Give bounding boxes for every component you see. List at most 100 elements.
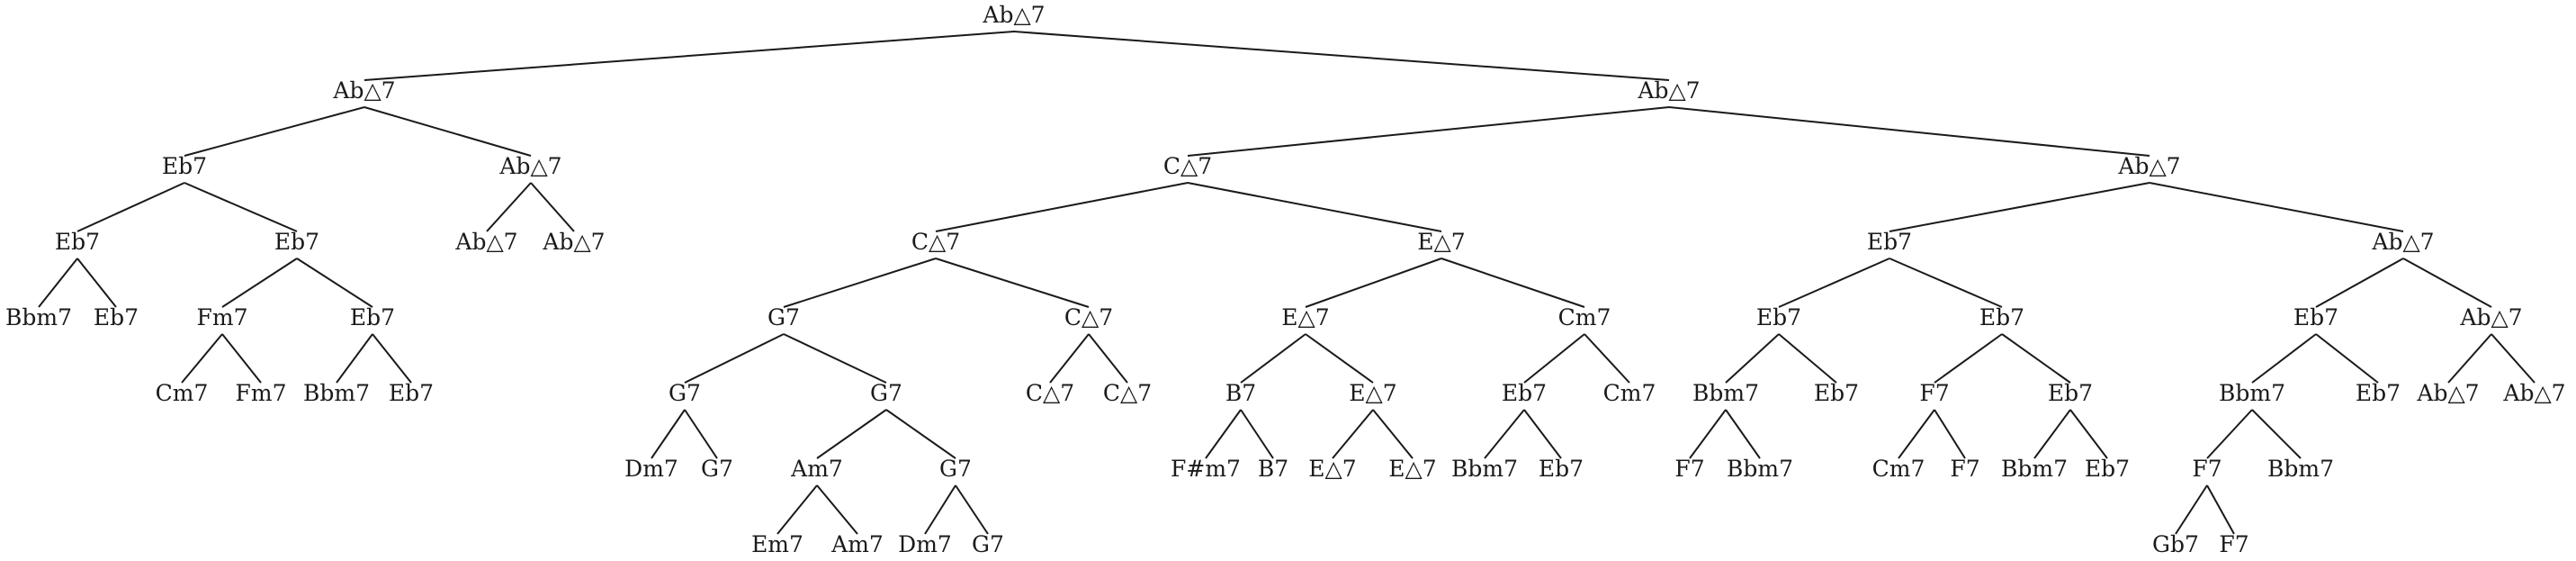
tree-edge	[816, 409, 887, 459]
chord-node-f7: F7	[2192, 456, 2221, 482]
tree-edge	[1898, 409, 1935, 459]
tree-edge	[76, 182, 185, 232]
tree-edge	[1934, 409, 1966, 459]
chord-node-bbm7: Bbm7	[5, 304, 72, 330]
chord-node-eb7: Eb7	[2048, 380, 2093, 406]
tree-edge	[885, 409, 956, 459]
chord-node-ab-maj7: Ab△7	[2371, 229, 2434, 255]
tree-edge	[1240, 409, 1274, 459]
tree-edge	[1689, 409, 1727, 459]
tree-edge	[38, 258, 78, 308]
chord-node-g7: G7	[701, 456, 733, 482]
tree-edge	[955, 484, 989, 535]
tree-edge	[2149, 182, 2404, 232]
tree-edge	[1013, 31, 1670, 81]
chord-node-eb7: Eb7	[350, 304, 395, 330]
chord-node-bbm7: Bbm7	[2219, 380, 2285, 406]
chord-node-bbm7: Bbm7	[2001, 456, 2068, 482]
chord-node-c-maj7: C△7	[1026, 380, 1074, 406]
tree-edge	[1778, 333, 1837, 384]
chord-node-ab-maj7: Ab△7	[1637, 77, 1700, 104]
tree-edge	[2315, 258, 2404, 308]
tree-edge	[2447, 333, 2492, 384]
chord-node-bbm7: Bbm7	[1692, 380, 1759, 406]
chord-node-ab-maj7: Ab△7	[2502, 380, 2565, 406]
chord-node-f7: F7	[1674, 456, 1704, 482]
chord-node-fm7: Fm7	[236, 380, 287, 406]
tree-edge	[783, 333, 887, 384]
tree-edge	[2251, 409, 2302, 459]
chord-node-f7: F7	[1950, 456, 1979, 482]
chord-node-ab-maj7: Ab△7	[454, 229, 517, 255]
chord-node-eb7: Eb7	[2085, 456, 2130, 482]
chord-node-eb7: Eb7	[2293, 304, 2338, 330]
chord-node-g7: G7	[870, 380, 902, 406]
tree-edge	[364, 106, 532, 157]
chord-node-am7: Am7	[790, 456, 843, 482]
chord-node-eb7: Eb7	[1539, 456, 1584, 482]
tree-edge	[2491, 333, 2536, 384]
chord-node-am7: Am7	[830, 531, 884, 557]
tree-edge	[1305, 258, 1442, 308]
tree-edge	[2033, 409, 2071, 459]
chord-node-e-maj7: E△7	[1281, 304, 1329, 330]
chord-node-b7: B7	[1225, 380, 1256, 406]
tree-edge	[1205, 409, 1242, 459]
chord-node-ab-maj7: Ab△7	[542, 229, 605, 255]
tree-edge	[1484, 409, 1525, 459]
tree-edge	[1332, 409, 1374, 459]
chord-node-ab-maj7: Ab△7	[498, 153, 561, 179]
chord-node-f7: F7	[1919, 380, 1949, 406]
chord-node-bbm7: Bbm7	[303, 380, 370, 406]
chord-node-em7: Em7	[751, 531, 803, 557]
chord-node-eb7: Eb7	[1867, 229, 1912, 255]
tree-edge	[2251, 333, 2317, 384]
tree-edge	[924, 484, 956, 535]
chord-node-cm7: Cm7	[1558, 304, 1611, 330]
chord-node-gb7: Gb7	[2152, 531, 2199, 557]
tree-edge	[1523, 409, 1562, 459]
tree-edge	[816, 484, 858, 535]
chord-node-bbm7: Bbm7	[1727, 456, 1793, 482]
chord-node-e-maj7: E△7	[1349, 380, 1396, 406]
tree-edge	[651, 409, 686, 459]
tree-edge	[935, 258, 1090, 308]
tree-edge	[486, 182, 532, 232]
chord-node-cm7: Cm7	[1872, 456, 1925, 482]
chord-node-ab-maj7: Ab△7	[332, 77, 395, 104]
tree-edge	[1725, 409, 1761, 459]
tree-edge	[181, 333, 223, 384]
chord-node-f7: F7	[2219, 531, 2248, 557]
tree-edge	[1441, 258, 1585, 308]
tree-edge	[336, 333, 373, 384]
chord-node-ab-maj7: Ab△7	[2416, 380, 2479, 406]
tree-edge	[1049, 333, 1090, 384]
tree-edge	[221, 333, 262, 384]
chord-node-eb7: Eb7	[274, 229, 319, 255]
tree-edge	[1240, 333, 1306, 384]
chord-node-c-maj7: C△7	[911, 229, 960, 255]
chord-node-c-maj7: C△7	[1163, 153, 1212, 179]
tree-edge	[372, 333, 412, 384]
tree-edge	[935, 182, 1189, 232]
tree-edge	[1889, 182, 2150, 232]
chord-node-dm7: Dm7	[898, 531, 952, 557]
tree-edge	[1725, 333, 1780, 384]
chord-node-e-maj7: E△7	[1308, 456, 1356, 482]
chord-node-g7: G7	[939, 456, 972, 482]
chord-node-bbm7: Bbm7	[2267, 456, 2334, 482]
chord-node-bbm7: Bbm7	[1451, 456, 1518, 482]
chord-node-f-sharpm7: F#m7	[1171, 456, 1241, 482]
tree-edge	[783, 258, 937, 308]
tree-edge	[2206, 409, 2253, 459]
tree-edges	[38, 31, 2536, 535]
chord-node-e-maj7: E△7	[1388, 456, 1436, 482]
chord-node-ab-maj7: Ab△7	[982, 2, 1045, 28]
tree-edge	[684, 409, 718, 459]
tree-edge	[2069, 409, 2108, 459]
tree-edge	[2175, 484, 2208, 535]
chord-node-c-maj7: C△7	[1064, 304, 1113, 330]
chord-node-eb7: Eb7	[1814, 380, 1859, 406]
